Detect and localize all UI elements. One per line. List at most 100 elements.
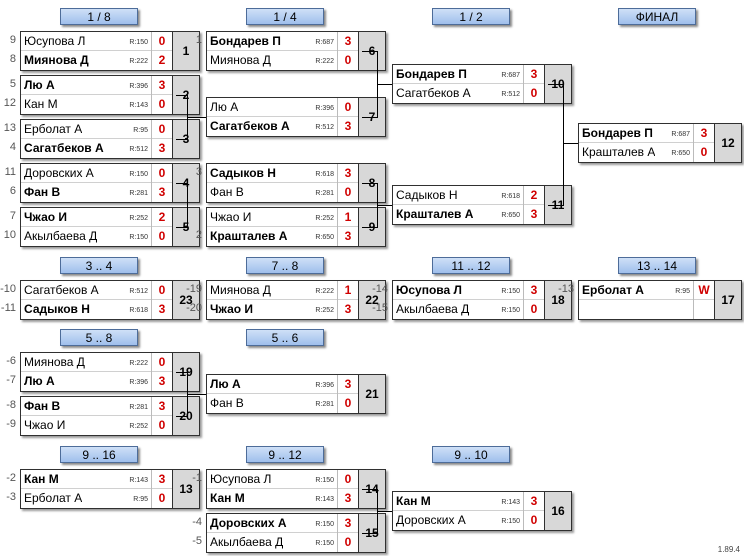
connector-line bbox=[377, 84, 392, 85]
seed-number: -11 bbox=[0, 302, 16, 314]
player-row: Юсупова Л R:150 bbox=[21, 32, 151, 51]
player-name: Юсупова Л bbox=[396, 283, 462, 297]
player-row: Чжао И R:252 bbox=[207, 208, 337, 227]
player-score: 3 bbox=[152, 76, 172, 95]
player-row: Ерболат А R:95 bbox=[579, 281, 693, 300]
player-name: Кан М bbox=[24, 472, 59, 486]
player-name: Доровских А bbox=[210, 516, 287, 530]
player-rating: R:150 bbox=[129, 39, 148, 46]
connector-line bbox=[362, 489, 378, 490]
connector-line bbox=[377, 205, 392, 206]
player-rating: R:150 bbox=[315, 521, 334, 528]
player-name: Фан В bbox=[24, 185, 61, 199]
player-rating: R:281 bbox=[129, 404, 148, 411]
player-rating: R:687 bbox=[671, 131, 690, 138]
version-label: 1.89.4 bbox=[717, 545, 740, 554]
player-rating: R:95 bbox=[675, 288, 690, 295]
player-score: 3 bbox=[158, 185, 166, 199]
header-13-14: 13 .. 14 bbox=[618, 257, 696, 274]
seed-number: -1 bbox=[192, 472, 202, 484]
player-score: 3 bbox=[344, 302, 352, 316]
player-score: W bbox=[694, 281, 714, 300]
player-rating: R:252 bbox=[315, 215, 334, 222]
seed-number: -13 bbox=[558, 283, 574, 295]
seed-number: -8 bbox=[6, 399, 16, 411]
player-score: 0 bbox=[530, 302, 538, 316]
header-7-8: 7 .. 8 bbox=[246, 257, 324, 274]
player-name: Кан М bbox=[396, 494, 431, 508]
player-name: Сагатбеков А bbox=[396, 86, 471, 100]
player-score: 3 bbox=[152, 397, 172, 416]
player-score: 3 bbox=[338, 514, 358, 533]
player-name: Миянова Д bbox=[24, 53, 89, 67]
player-name: Сагатбеков А bbox=[24, 141, 104, 155]
seed-number: 5 bbox=[9, 78, 16, 90]
player-name: Чжао И bbox=[24, 418, 66, 432]
connector-line bbox=[176, 227, 188, 228]
player-name: Ерболат А bbox=[582, 283, 644, 297]
player-name: Садыков Н bbox=[396, 188, 458, 202]
seed-number: -4 bbox=[192, 516, 202, 528]
seed-number: 2 bbox=[195, 229, 202, 241]
player-score: 3 bbox=[158, 141, 166, 155]
player-name: Юсупова Л bbox=[24, 34, 86, 48]
connector-line bbox=[176, 95, 188, 96]
header-final: ФИНАЛ bbox=[618, 8, 696, 25]
seed-number: -19 bbox=[186, 283, 202, 295]
player-score: 0 bbox=[344, 535, 352, 549]
player-rating: R:618 bbox=[501, 193, 520, 200]
match-number: 13 bbox=[172, 470, 199, 508]
player-name: Миянова Д bbox=[24, 355, 85, 369]
player-rating: R:396 bbox=[129, 83, 148, 90]
connector-line bbox=[176, 416, 188, 417]
player-score: 3 bbox=[530, 207, 538, 221]
connector-line bbox=[187, 117, 206, 118]
seed-number: 4 bbox=[9, 141, 16, 153]
player-rating: R:281 bbox=[315, 401, 334, 408]
player-rating: R:150 bbox=[501, 288, 520, 295]
header-5-8: 5 .. 8 bbox=[60, 329, 138, 346]
seed-number: 3 bbox=[195, 166, 202, 178]
player-rating: R:687 bbox=[315, 39, 334, 46]
player-name: Чжао И bbox=[210, 210, 252, 224]
player-score: 0 bbox=[152, 120, 172, 139]
header-3-4: 3 .. 4 bbox=[60, 257, 138, 274]
seed-number: -9 bbox=[6, 418, 16, 430]
seed-number: -15 bbox=[372, 302, 388, 314]
player-rating: R:150 bbox=[501, 518, 520, 525]
player-score: 0 bbox=[338, 470, 358, 489]
player-rating: R:150 bbox=[129, 171, 148, 178]
player-score: 0 bbox=[158, 418, 166, 432]
player-score: 0 bbox=[530, 86, 538, 100]
player-name: Ерболат А bbox=[24, 491, 83, 505]
seed-number: -3 bbox=[6, 491, 16, 503]
player-score: 3 bbox=[338, 164, 358, 183]
player-name: Садыков Н bbox=[24, 302, 90, 316]
seed-number: 6 bbox=[9, 185, 16, 197]
player-score: 0 bbox=[344, 53, 352, 67]
match-number: 16 bbox=[544, 492, 571, 530]
player-rating: R:281 bbox=[315, 190, 334, 197]
